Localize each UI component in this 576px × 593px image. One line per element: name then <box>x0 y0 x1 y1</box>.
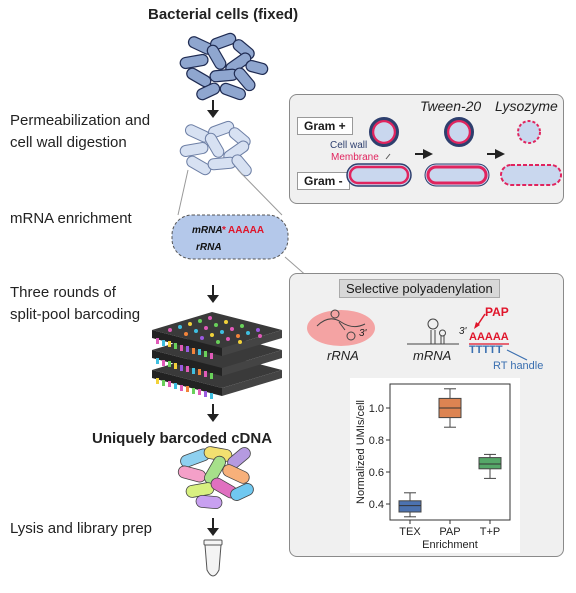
step-permeabilization-line2: cell wall digestion <box>10 134 127 151</box>
mrna-label: mRNA <box>413 348 451 363</box>
permeabilized-cells-icon <box>179 120 252 177</box>
box-body <box>398 500 422 513</box>
box-pap <box>438 388 462 428</box>
pap-label: PAP <box>485 305 509 319</box>
polya-tail: AAAAA <box>469 331 509 343</box>
polyadenylation-title: Selective polyadenylation <box>339 279 500 298</box>
polyt-primer: TTTTT <box>469 344 503 356</box>
enrich-polya-label: AAAAA <box>228 225 264 236</box>
gram-neg-cell-lysozyme <box>500 164 562 186</box>
gram-positive-label: Gram + <box>297 117 353 135</box>
x-tick-label: T+P <box>480 526 500 538</box>
step-lysis-library: Lysis and library prep <box>10 520 153 537</box>
rrna-3prime: 3' <box>359 328 368 339</box>
gram-neg-cell-intact <box>346 163 412 187</box>
enrich-mrna-label: mRNA <box>192 225 223 236</box>
gram-pos-cell-tween <box>446 119 472 145</box>
step-bacterial-cells: Bacterial cells (fixed) <box>148 6 299 23</box>
gram-pos-cell-lysozyme <box>517 120 541 144</box>
box-body <box>478 457 502 470</box>
step-permeabilization-line1: Permeabilization and <box>10 112 151 129</box>
y-tick-label: 0.4 <box>369 499 384 511</box>
box-tp <box>478 453 502 479</box>
box-tex <box>398 492 422 518</box>
gram-negative-label: Gram - <box>297 172 350 190</box>
y-tick-label: 0.8 <box>369 435 384 447</box>
y-axis-title: Normalized UMIs/cell <box>355 400 367 504</box>
cell-wall-panel-graphics <box>346 117 562 187</box>
fixed-cells-icon <box>179 32 269 101</box>
rrna-blob <box>307 310 375 346</box>
step-split-pool-line2: split-pool barcoding <box>10 306 141 323</box>
cell-wall-label: Cell wall <box>330 140 368 151</box>
lysozyme-label: Lysozyme <box>495 98 558 114</box>
rt-handle-label: RT handle <box>493 360 543 372</box>
rrna-label: rRNA <box>327 348 359 363</box>
enrichment-box-plot: 0.4 0.6 0.8 1.0 TEX PAP T+P Normalized UMIs/c… <box>350 378 520 553</box>
mrna-enrichment-box <box>171 214 289 260</box>
mrna-3prime: 3' <box>459 326 468 337</box>
barcoding-plates-icon <box>152 312 282 399</box>
left-column-graphics: mRNA * AAAAA rRNA <box>152 32 289 577</box>
gram-neg-cell-tween <box>424 163 490 187</box>
x-tick-label: TEX <box>399 526 421 538</box>
x-axis-title: Enrichment <box>422 539 478 551</box>
barcoded-cells-icon <box>177 446 254 510</box>
y-tick-label: 0.6 <box>369 467 384 479</box>
enrich-star: * <box>222 225 226 236</box>
gram-pos-cell-intact <box>371 119 397 145</box>
y-tick-label: 1.0 <box>369 403 384 415</box>
x-tick-label: PAP <box>439 526 460 538</box>
membrane-label: Membrane <box>331 152 379 163</box>
step-mrna-enrichment: mRNA enrichment <box>10 210 132 227</box>
polyadenylation-graphics: 3' rRNA mRNA 3' PAP AAAAA TTTTT RT handl… <box>307 305 543 372</box>
step-split-pool-line1: Three rounds of <box>10 284 116 301</box>
enrich-rrna-label: rRNA <box>196 242 222 253</box>
step-barcoded-cdna: Uniquely barcoded cDNA <box>92 430 273 447</box>
tween-label: Tween-20 <box>420 98 482 114</box>
tube-icon <box>203 539 223 577</box>
